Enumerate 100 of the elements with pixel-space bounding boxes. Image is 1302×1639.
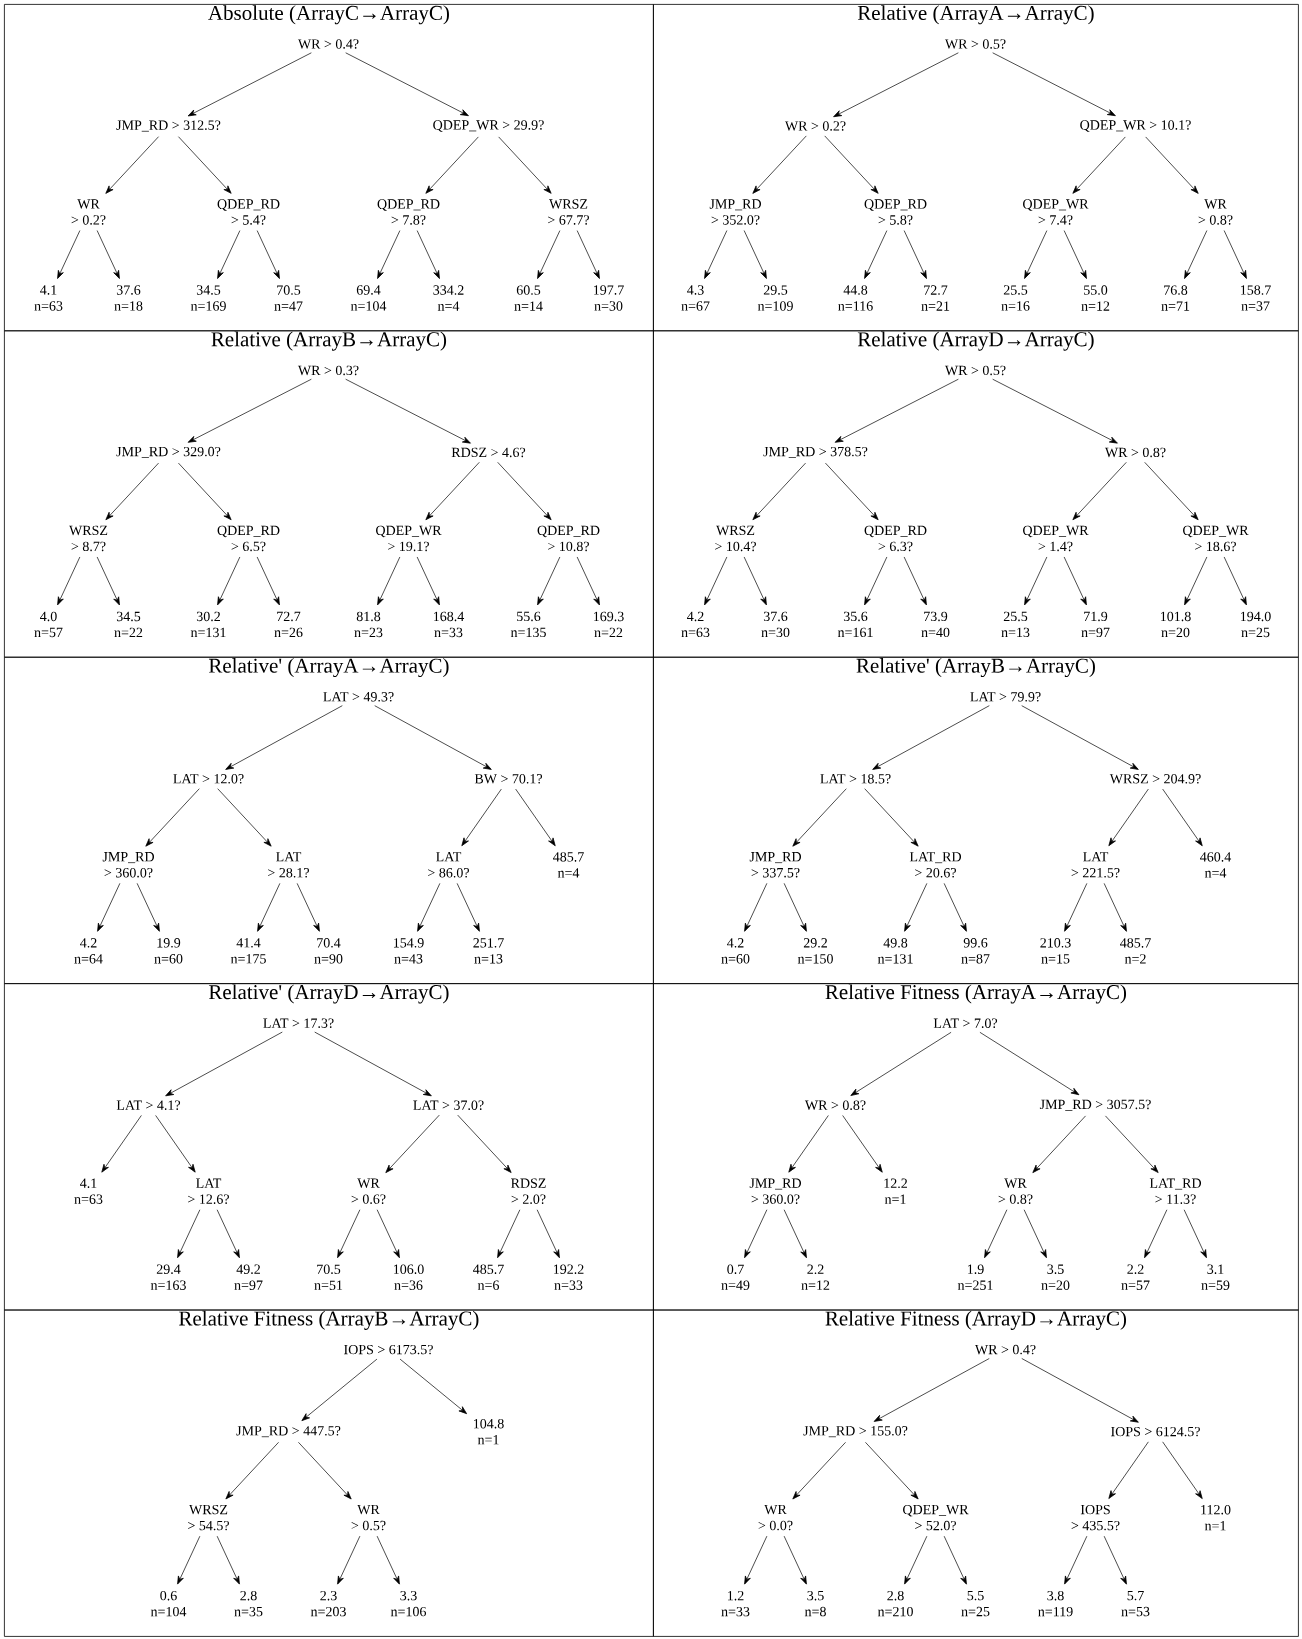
arrow (417, 883, 441, 932)
leaf-value: 71.9 n=97 (1081, 611, 1110, 638)
arrow (301, 1358, 378, 1421)
leaf-value: 25.5 n=16 (1001, 285, 1030, 311)
leaf-value: 106.0 n=36 (394, 1264, 424, 1290)
leaf-value: 73.9 n=40 (921, 611, 950, 638)
leaf-value: 70.5 n=47 (274, 285, 303, 311)
arrow (515, 788, 556, 847)
arrow (225, 705, 343, 770)
arrow (943, 1535, 967, 1585)
arrow (416, 556, 440, 606)
arrow (788, 1115, 829, 1173)
arrow (833, 52, 959, 118)
arrow (225, 1441, 279, 1500)
arrow (904, 883, 928, 932)
split-condition: QDEP_RD > 6.3? (864, 525, 927, 552)
arrow (177, 1535, 201, 1585)
leaf-value: 37.6 n=18 (114, 285, 143, 311)
split-condition: JMP_RD > 378.5? (763, 446, 868, 458)
arrow (416, 230, 440, 279)
split-condition: LAT > 7.0? (933, 1018, 998, 1028)
split-condition: LAT > 86.0? (428, 852, 469, 878)
leaf-value: 101.8 n=20 (1161, 611, 1191, 638)
arrow (1162, 788, 1203, 847)
arrow (825, 462, 879, 521)
split-condition: WRSZ > 204.9? (1109, 774, 1201, 784)
arrow (842, 1115, 883, 1173)
arrow (824, 135, 879, 194)
arrow (743, 556, 767, 606)
arrow (537, 556, 561, 606)
arrow (1183, 1209, 1207, 1259)
split-condition: WR > 0.8? (1104, 447, 1166, 458)
leaf-value: 158.7 n=37 (1241, 285, 1271, 311)
leaf-value: 19.9 n=60 (154, 938, 183, 964)
arrow (792, 788, 847, 847)
leaf-value: 112.0 n=1 (1201, 1504, 1231, 1531)
arrow (498, 136, 552, 194)
leaf-value: 4.0 n=57 (34, 611, 63, 638)
arrow (345, 378, 471, 444)
arrow (105, 462, 159, 521)
arrow (187, 52, 312, 117)
arrow (979, 1031, 1080, 1096)
arrow (704, 230, 728, 279)
split-condition: LAT > 28.1? (268, 852, 309, 878)
arrow (337, 1535, 361, 1585)
leaf-value: 34.5 n=22 (114, 611, 143, 638)
split-condition: QDEP_WR > 52.0? (903, 1504, 969, 1531)
leaf-value: 251.7 n=13 (473, 938, 504, 964)
split-condition: LAT > 17.3? (263, 1018, 334, 1028)
leaf-value: 70.4 n=90 (314, 938, 343, 964)
arrow (992, 52, 1116, 117)
arrow (1021, 1358, 1139, 1423)
split-condition: WR > 0.5? (944, 365, 1006, 376)
arrow (1223, 556, 1247, 606)
arrow (177, 1209, 201, 1259)
arrow (216, 1535, 240, 1585)
split-condition: WR > 0.3? (297, 365, 359, 376)
leaf-value: 334.2 n=4 (433, 285, 464, 311)
leaf-value: 12.2 n=1 (884, 1178, 907, 1204)
split-condition: BW > 70.1? (474, 774, 542, 784)
leaf-value: 55.6 n=135 (510, 611, 546, 638)
split-condition: WR > 0.8? (1198, 199, 1233, 225)
arrow (165, 1031, 283, 1097)
arrow (744, 882, 768, 932)
arrow (216, 1209, 240, 1259)
arrow (425, 461, 480, 521)
arrow (1024, 556, 1048, 606)
split-condition: QDEP_RD > 6.5? (217, 525, 280, 552)
leaf-value: 35.6 n=161 (837, 611, 873, 638)
arrow (376, 1209, 400, 1259)
arrow (178, 136, 232, 194)
split-condition: JMP_RD > 3057.5? (1039, 1099, 1151, 1111)
arrow (1105, 1115, 1159, 1173)
arrow (376, 1535, 400, 1585)
split-condition: WR > 0.0? (758, 1504, 793, 1531)
arrow (576, 230, 600, 279)
leaf-value: 154.9 n=43 (394, 938, 424, 964)
arrow (461, 788, 502, 847)
arrow (1021, 705, 1139, 770)
arrow (57, 230, 81, 279)
leaf-value: 197.7 n=30 (594, 285, 624, 311)
leaf-value: 2.2 n=12 (801, 1264, 830, 1290)
arrow (377, 230, 401, 279)
arrow (1032, 1115, 1086, 1173)
arrow (865, 1441, 919, 1500)
arrow (97, 882, 121, 932)
split-condition: LAT > 18.5? (820, 774, 891, 784)
leaf-value: 4.2 n=64 (74, 938, 103, 964)
arrow (456, 883, 480, 932)
arrow (576, 556, 600, 606)
leaf-value: 4.2 n=63 (681, 611, 710, 638)
split-condition: WRSZ > 54.5? (188, 1504, 229, 1531)
arrow (217, 788, 272, 847)
arrow (864, 230, 888, 279)
leaf-value: 41.4 n=175 (230, 938, 266, 964)
leaf-value: 29.2 n=150 (797, 938, 833, 964)
arrow (377, 556, 401, 606)
split-condition: LAT > 12.6? (188, 1178, 229, 1204)
leaf-value: 25.5 n=13 (1001, 611, 1030, 638)
split-condition: IOPS > 6173.5? (344, 1344, 433, 1355)
